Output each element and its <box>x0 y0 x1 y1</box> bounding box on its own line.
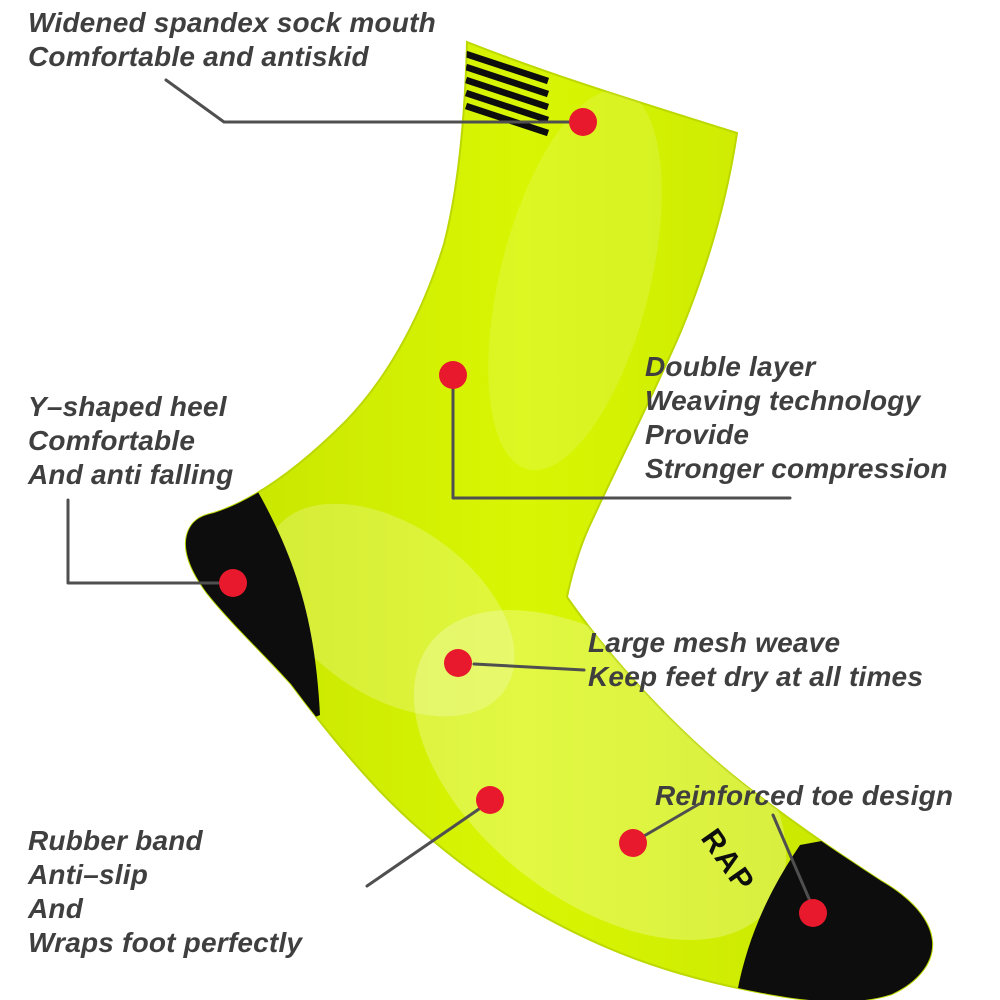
callout-text-line: Provide <box>645 419 750 451</box>
callout-text-line: Stronger compression <box>645 453 948 485</box>
callout-text-line: Comfortable and antiskid <box>28 41 369 73</box>
callout-text-line: And anti falling <box>28 459 234 491</box>
callout-text-line: Y–shaped heel <box>28 391 227 422</box>
callout-text-line: Widened spandex sock mouth <box>28 7 436 38</box>
marker-dot-y-heel <box>219 569 247 597</box>
callout-text-line: Weaving technology <box>645 385 921 417</box>
leader-line-toe-arch <box>642 802 701 838</box>
leader-line-rubber-band <box>365 807 481 888</box>
marker-dot-rubber-band <box>476 786 504 814</box>
callout-y-heel: Y–shaped heel Comfortable And anti falli… <box>28 390 233 492</box>
cuff-stripes <box>464 50 550 137</box>
leg-highlight <box>488 89 662 471</box>
callout-text-line: Anti–slip <box>28 859 149 891</box>
marker-dot-toe-arch <box>619 829 647 857</box>
callout-double-layer: Double layer Weaving technology Provide … <box>645 350 948 487</box>
cuff-stripe <box>464 50 550 85</box>
marker-dot-mesh <box>444 649 472 677</box>
callout-text-line: Large mesh weave <box>588 627 841 658</box>
callout-toe: Reinforced toe design <box>655 779 953 813</box>
leader-line-y-heel <box>66 498 220 585</box>
leader-line-mesh <box>472 662 586 672</box>
callout-text-line: And <box>28 893 84 925</box>
toe-cap <box>737 820 933 1000</box>
callout-text-line: Double layer <box>645 351 816 382</box>
leader-line-double-layer <box>451 386 792 500</box>
cuff-stripe <box>464 102 550 137</box>
callout-rubber-band: Rubber band Anti–slip And Wraps foot per… <box>28 824 302 961</box>
cuff-stripe <box>464 89 550 124</box>
leader-line-sock-mouth <box>164 78 573 124</box>
callout-text-line: Keep feet dry at all times <box>588 661 924 693</box>
callout-text-line: Wraps foot perfectly <box>28 927 303 959</box>
callout-text-line: Comfortable <box>28 425 196 457</box>
cuff-stripe <box>464 63 550 98</box>
callout-mesh: Large mesh weave Keep feet dry at all ti… <box>588 626 923 694</box>
marker-dot-sock-mouth <box>569 108 597 136</box>
callout-text-line: Rubber band <box>28 825 203 856</box>
leader-line-toe <box>771 813 812 903</box>
marker-dot-double-layer <box>439 361 467 389</box>
marker-dot-toe <box>799 899 827 927</box>
cuff-stripe <box>464 76 550 111</box>
callout-text-line: Reinforced toe design <box>655 780 954 811</box>
callout-sock-mouth: Widened spandex sock mouth Comfortable a… <box>28 6 436 74</box>
